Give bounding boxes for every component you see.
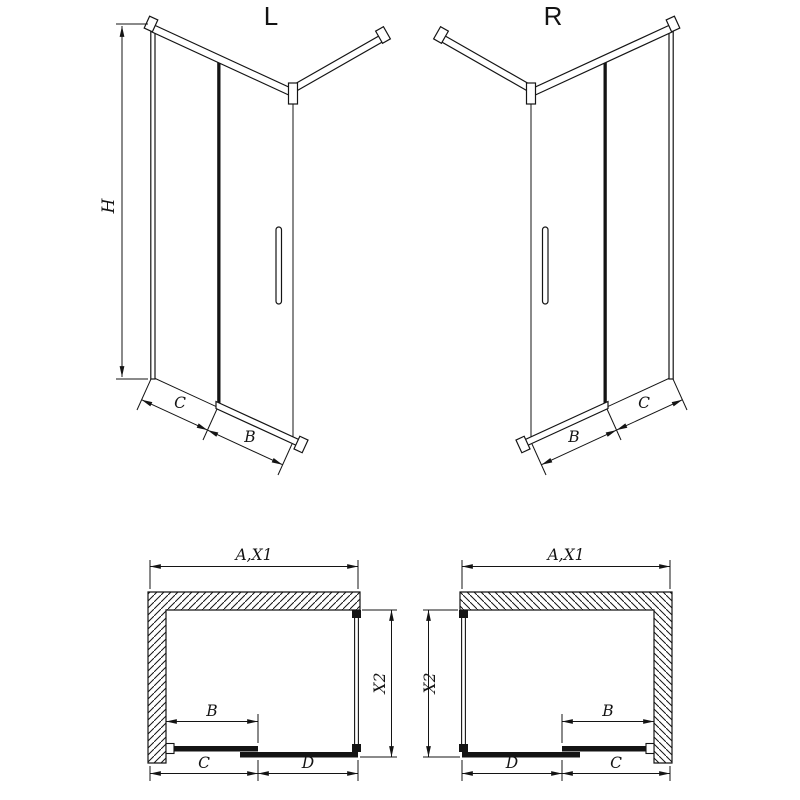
dimension-bottom-widths (136, 378, 293, 476)
wall-profile (150, 24, 156, 380)
side-panel-glass-plan (354, 613, 359, 749)
dim-label-b-right-plan: B (601, 702, 613, 720)
corner-post (287, 82, 299, 105)
fixed-panel-glass (151, 27, 219, 409)
view-title-right: R (544, 1, 563, 31)
perspective-drawing-left (136, 15, 392, 476)
dimension-door-width (166, 714, 259, 743)
dim-label-b-left-plan: B (205, 702, 217, 720)
plan-drawing-right (423, 560, 672, 781)
dimension-bottom-segments (149, 760, 359, 781)
wall-section-hatched (147, 591, 361, 764)
dim-label-c-left-persp: C (174, 394, 186, 412)
dimension-depth (360, 609, 397, 758)
dim-label-b-left-persp: B (243, 428, 255, 446)
fixed-panel-plan (174, 746, 258, 752)
dim-label-c-right-plan: C (610, 754, 622, 772)
plan-drawing-left (147, 560, 397, 781)
side-panel-top-block (352, 610, 361, 618)
view-title-left: L (264, 1, 278, 31)
door-panel-plan (240, 752, 358, 758)
dimension-height (116, 23, 148, 380)
dim-label-width-right-plan: A,X1 (545, 546, 584, 564)
wall-bracket-right (374, 25, 392, 45)
dim-label-b-right-persp: B (567, 428, 579, 446)
dim-label-depth-left-plan: X2 (371, 673, 389, 695)
dim-label-width-left-plan: A,X1 (233, 546, 272, 564)
dimension-width (149, 560, 359, 589)
side-panel-bottom-block (352, 744, 361, 752)
dim-label-d-right-plan: D (505, 754, 519, 772)
door-handle (275, 226, 283, 305)
wall-profile-block-plan (165, 742, 175, 755)
dim-label-d-left-plan: D (301, 754, 315, 772)
door-bottom-end-cap (293, 435, 309, 454)
top-rail-short (292, 31, 385, 95)
dim-label-height: H (99, 197, 119, 214)
wall-bracket-left (143, 15, 159, 33)
dim-label-c-left-plan: C (198, 754, 210, 772)
dim-label-depth-right-plan: X2 (421, 673, 439, 695)
dim-label-c-right-persp: C (638, 394, 650, 412)
